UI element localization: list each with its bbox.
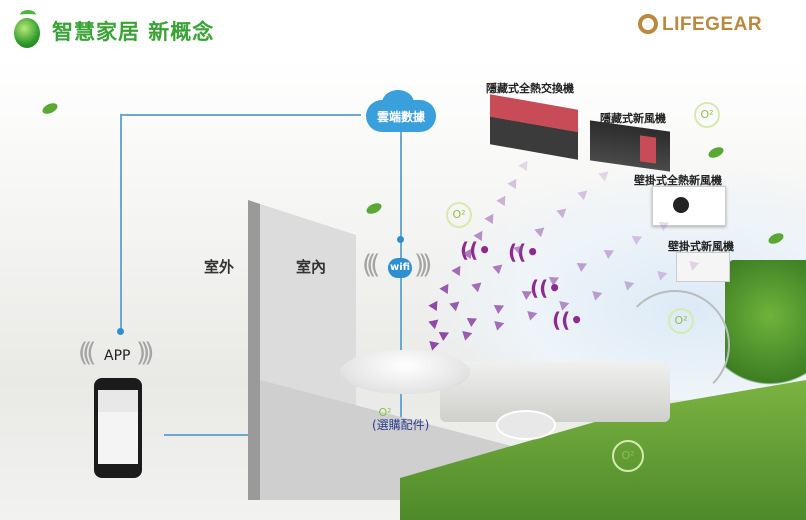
sprout-icon xyxy=(20,10,36,20)
slogan: 智慧家居 新概念 xyxy=(52,20,215,44)
connection-line xyxy=(121,114,361,116)
o2-bubble: O² xyxy=(612,440,644,472)
wifi-badge: wifi xyxy=(388,258,412,278)
wireless-signal-icon: ((• xyxy=(552,308,584,332)
smart-hub-device xyxy=(340,350,470,394)
wall-mounted-heat-exchanger xyxy=(652,186,726,226)
o2-bubble: O² xyxy=(694,102,720,128)
signal-waves-left: ((( xyxy=(362,250,381,280)
connection-line xyxy=(120,114,122,330)
green-globe-logo xyxy=(14,18,40,48)
arc-lamp xyxy=(620,290,730,400)
product-label: 隱藏式新風機 xyxy=(600,112,666,125)
sofa xyxy=(440,362,670,422)
signal-waves-left: ((( xyxy=(78,338,97,368)
wireless-signal-icon: ((• xyxy=(530,276,562,300)
brand-name: LIFEGEAR xyxy=(662,14,763,35)
smartphone-app xyxy=(94,378,142,478)
app-label: APP xyxy=(104,348,131,364)
tree xyxy=(725,260,806,400)
product-label: 壁掛式新風機 xyxy=(668,240,734,253)
outdoor-label: 室外 xyxy=(204,258,235,276)
brand-logo: LIFEGEAR xyxy=(662,14,762,36)
connection-dot xyxy=(397,236,404,243)
optional-accessory-label: (選購配件) xyxy=(372,418,430,432)
o2-bubble: O² xyxy=(378,406,392,419)
connection-line xyxy=(400,132,402,434)
phone-screen xyxy=(98,390,138,464)
connection-dot xyxy=(117,328,124,335)
wireless-signal-icon: ((• xyxy=(460,238,492,262)
product-label: 壁掛式全熱新風機 xyxy=(634,174,722,187)
coffee-table xyxy=(496,410,556,440)
wireless-signal-icon: ((• xyxy=(508,240,540,264)
signal-waves-right: ))) xyxy=(414,250,433,280)
signal-waves-right: ))) xyxy=(136,338,155,368)
o2-bubble: O² xyxy=(446,202,472,228)
gear-logo-icon xyxy=(638,14,658,34)
product-label: 隱藏式全熱交換機 xyxy=(486,82,574,95)
o2-bubble: O² xyxy=(668,308,694,334)
cloud-label: 雲端數據 xyxy=(376,110,425,124)
cloud-data-badge: 雲端數據 xyxy=(366,90,436,132)
wall-mounted-fresh-air-unit xyxy=(676,252,730,282)
indoor-label: 室內 xyxy=(296,258,327,276)
